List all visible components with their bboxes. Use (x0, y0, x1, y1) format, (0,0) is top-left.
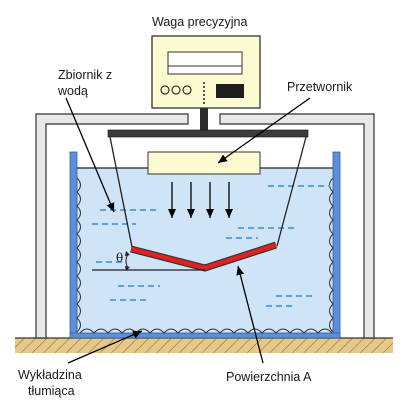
suspension-wires (109, 136, 307, 253)
tank-label-line2: wodą (57, 84, 88, 98)
tank-label-line1: Zbiornik z (58, 68, 112, 82)
damping-label-line1: Wykładzina (18, 368, 82, 382)
housing-frame (35, 113, 189, 339)
tank-bottom (69, 332, 341, 339)
damping-lining-right (329, 177, 334, 333)
hanger-plate (107, 129, 309, 138)
tank-wall-left (69, 151, 78, 338)
scale-stem (200, 108, 208, 132)
ground (15, 338, 393, 353)
surface-a-label: Powierzchnia A (226, 370, 312, 384)
transducer (147, 151, 261, 175)
scale-display (167, 51, 243, 75)
transducer-label: Przetwornik (287, 80, 353, 94)
housing-frame-right (219, 113, 375, 339)
water-ripples (92, 185, 330, 307)
leader-lines (65, 97, 311, 364)
scale-knob (171, 85, 181, 95)
damping-label-line2: tłumiąca (28, 384, 75, 398)
damping-lining-left (76, 177, 81, 333)
flow-arrows (168, 182, 233, 218)
damping-lining-bottom (79, 328, 333, 334)
tank-wall-right (332, 151, 341, 338)
water-body (76, 168, 334, 336)
surface-a-plate-fill (130, 242, 277, 271)
angle-theta-label: θ (116, 251, 123, 265)
scale-label: Waga precyzyjna (152, 15, 247, 29)
precision-scale (151, 35, 261, 109)
scale-knob (182, 85, 192, 95)
scale-knob (160, 85, 170, 95)
angle-arrowheads (125, 251, 130, 271)
scale-readout (216, 84, 244, 98)
